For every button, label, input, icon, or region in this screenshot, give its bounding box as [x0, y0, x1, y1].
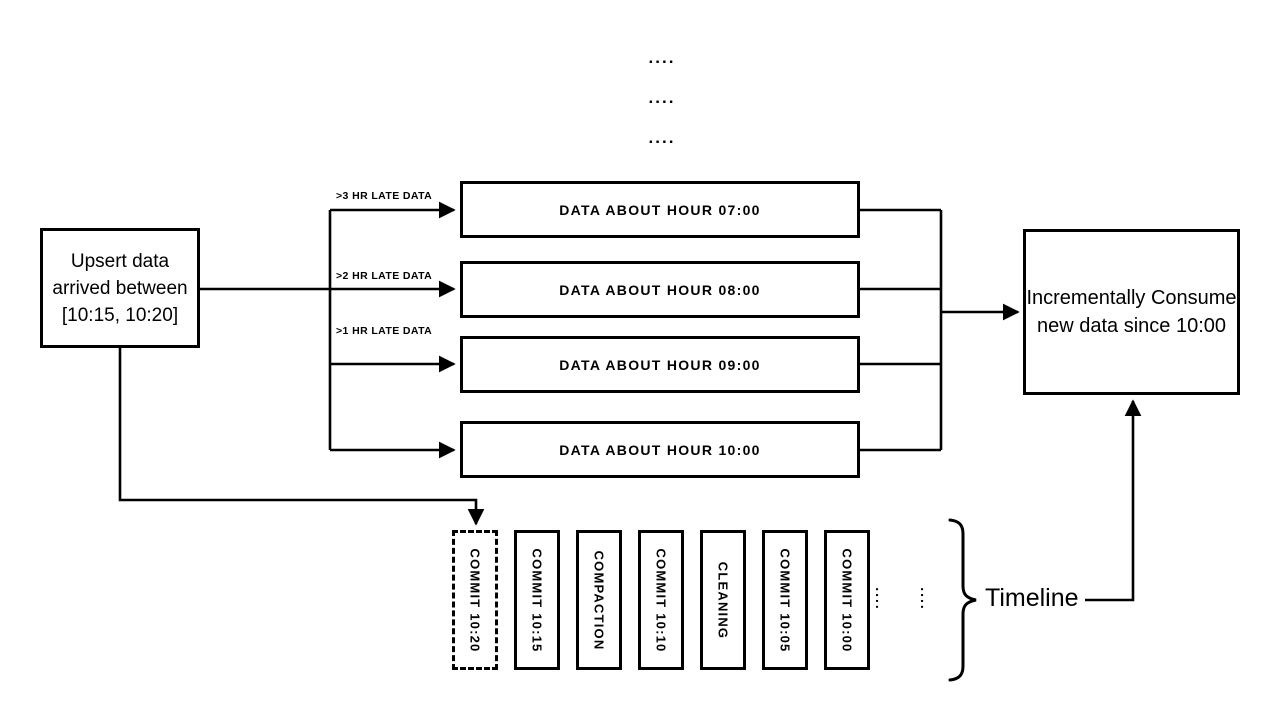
late-data-label-2hr: >2 HR LATE DATA: [336, 270, 433, 282]
late-data-label-1hr: >1 HR LATE DATA: [336, 325, 433, 337]
incremental-consumer-box: Incrementally Consume new data since 10:…: [1023, 229, 1240, 395]
hour-box-1000: DATA ABOUT HOUR 10:00: [460, 421, 860, 478]
arrow-timeline-to-consumer: [1085, 399, 1142, 602]
incremental-consumer-line: new data since 10:00: [1036, 315, 1227, 337]
timeline-ellipsis: ....: [866, 584, 896, 614]
hour-box-0700: DATA ABOUT HOUR 07:00: [460, 181, 860, 238]
timeline-commit-1010-label: COMMIT 10:10: [653, 548, 669, 652]
arrow-source-to-commit: [118, 348, 485, 526]
timeline-brace: [948, 518, 977, 682]
timeline-ellipsis-dots: ....: [873, 587, 889, 611]
timeline-label: Timeline: [985, 584, 1079, 612]
hour-box-0800: DATA ABOUT HOUR 08:00: [460, 261, 860, 318]
timeline-cleaning: CLEANING: [700, 530, 746, 670]
upsert-source-line: [10:15, 10:20]: [61, 304, 179, 326]
timeline-commit-1015: COMMIT 10:15: [514, 530, 560, 670]
upsert-source-box: Upsert data arrived between [10:15, 10:2…: [40, 228, 200, 348]
upsert-source-line: arrived between: [52, 277, 188, 299]
more-hours-ellipsis-row: ....: [648, 128, 676, 147]
timeline-cleaning-label: CLEANING: [715, 561, 731, 639]
timeline-commit-1000-label: COMMIT 10:00: [839, 548, 855, 652]
late-data-label-3hr: >3 HR LATE DATA: [336, 190, 433, 202]
incremental-consumer-line: Incrementally Consume: [1026, 287, 1237, 309]
more-hours-ellipsis-row: ....: [648, 48, 676, 67]
timeline-commit-1000: COMMIT 10:00: [824, 530, 870, 670]
timeline-commit-1010: COMMIT 10:10: [638, 530, 684, 670]
timeline-ellipsis: ....: [911, 584, 941, 614]
timeline-commit-1015-label: COMMIT 10:15: [529, 548, 545, 652]
timeline-commit-1005: COMMIT 10:05: [762, 530, 808, 670]
timeline-commit-1020: COMMIT 10:20: [452, 530, 498, 670]
hour-box-0900: DATA ABOUT HOUR 09:00: [460, 336, 860, 393]
timeline-compaction: COMPACTION: [576, 530, 622, 670]
upsert-source-line: Upsert data: [70, 250, 170, 272]
timeline-commit-1005-label: COMMIT 10:05: [777, 548, 793, 652]
timeline-compaction-label: COMPACTION: [591, 550, 607, 650]
more-hours-ellipsis-row: ....: [648, 88, 676, 107]
timeline-ellipsis-dots: ....: [918, 587, 934, 611]
timeline-commit-1020-label: COMMIT 10:20: [467, 548, 483, 652]
